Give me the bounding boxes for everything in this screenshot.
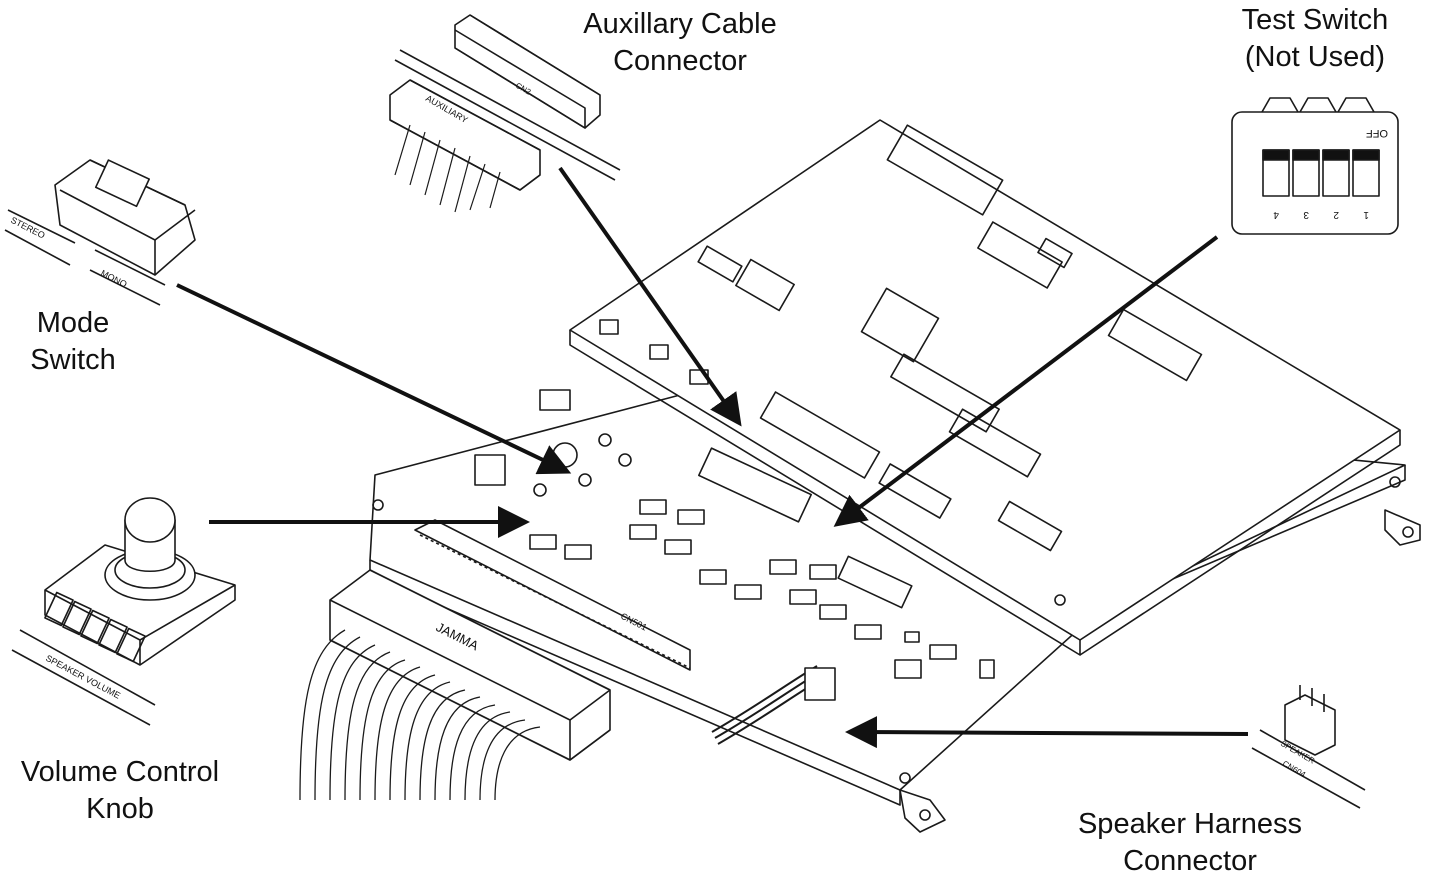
aux-cable-callout-line2: Connector xyxy=(613,45,747,77)
speaker-harness-callout: Speaker Harness Connector xyxy=(1055,806,1325,880)
test-switch-callout-line2: (Not Used) xyxy=(1244,41,1386,73)
mode-switch-callout-line1: Mode xyxy=(36,307,110,339)
test-switch-callout-line1: Test Switch xyxy=(1241,4,1389,36)
test-switch-inset: OFF 4 3 2 1 xyxy=(1231,97,1399,235)
test-switch-callout: Test Switch (Not Used) xyxy=(1210,2,1420,76)
volume-knob-callout: Volume Control Knob xyxy=(0,754,240,828)
dip-label-4: 4 xyxy=(1273,209,1279,220)
speaker-harness-callout-line2: Connector xyxy=(1123,845,1257,877)
speaker-harness-wires xyxy=(711,665,836,745)
volume-knob-callout-line1: Volume Control xyxy=(20,756,220,788)
test-arrow xyxy=(833,235,1219,527)
mode-switch-callout: Mode Switch xyxy=(8,305,138,379)
speaker-arrow xyxy=(845,716,1249,749)
aux-cable-callout-line1: Auxillary Cable xyxy=(583,8,777,40)
mode-switch-callout-line2: Switch xyxy=(30,344,116,376)
stereo-label: STEREO xyxy=(9,215,47,241)
dip-label-2: 2 xyxy=(1333,209,1339,220)
dip-label-3: 3 xyxy=(1303,209,1309,220)
speaker-connector-inset: SPEAKER CN604 xyxy=(1251,685,1366,809)
cn604-label: CN604 xyxy=(1281,759,1308,780)
mode-switch-inset: STEREO MONO xyxy=(4,159,196,306)
volume-knob-callout-line2: Knob xyxy=(86,793,154,825)
aux-arrow xyxy=(558,166,742,427)
speaker-harness-callout-line1: Speaker Harness xyxy=(1077,808,1303,840)
off-label: OFF xyxy=(1366,127,1388,139)
aux-cable-callout: Auxillary Cable Connector xyxy=(560,6,800,80)
mono-label: MONO xyxy=(99,268,128,290)
mode-arrow xyxy=(176,283,572,475)
lower-board-parts xyxy=(474,389,1066,679)
volume-knob-inset: SPEAKER VOLUME xyxy=(11,497,236,726)
upper-board xyxy=(569,119,1401,656)
jamma-connector: JAMMA xyxy=(299,569,611,801)
leader-arrows xyxy=(176,166,1249,749)
speaker-volume-label: SPEAKER VOLUME xyxy=(44,653,122,701)
dip-label-1: 1 xyxy=(1363,209,1369,220)
